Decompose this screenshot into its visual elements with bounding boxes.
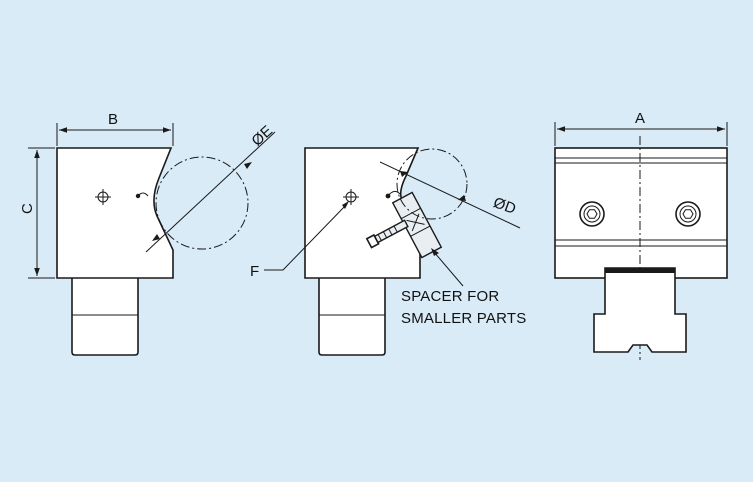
left-workpiece-circle	[155, 156, 249, 250]
left-screw-icon	[579, 201, 605, 227]
middle-hole-icon	[343, 189, 359, 205]
diameter-e-arrow-high	[244, 162, 252, 169]
spacer-leader-line	[433, 251, 464, 287]
left-body	[56, 147, 174, 279]
diameter-d-arrow-low	[400, 171, 408, 177]
right-screw-icon	[675, 201, 701, 227]
spacer-leader-arrow	[431, 248, 439, 256]
spacer-block	[391, 191, 443, 259]
spacer-label-line1: SPACER FOR	[401, 288, 499, 305]
dim-c-label: C	[19, 203, 36, 214]
dim-f-label: F	[250, 263, 259, 280]
diameter-d-arrow-high	[458, 195, 466, 201]
right-tslot-top-band	[605, 268, 675, 273]
dim-a-label: A	[635, 110, 645, 127]
dim-e-label: ØE	[248, 122, 276, 149]
f-leader-arrow	[342, 201, 349, 209]
left-hole-icon	[95, 189, 111, 205]
left-notch-dot	[135, 193, 141, 199]
right-tslot-base	[593, 267, 687, 353]
diameter-e-line	[145, 131, 276, 253]
middle-stem	[318, 278, 386, 356]
f-leader-line	[264, 203, 348, 271]
dim-d-label: ØD	[491, 194, 518, 218]
middle-view: ØD F SPACER FOR SMALLER PARTS	[250, 147, 526, 356]
diameter-e-arrow-low	[152, 234, 160, 241]
dim-b-label: B	[108, 111, 118, 128]
spacer-label-line2: SMALLER PARTS	[401, 310, 526, 327]
middle-notch-relief	[387, 190, 401, 197]
middle-workpiece-circle	[396, 148, 468, 220]
left-view: ØE B C	[19, 111, 276, 356]
spacer-screw-icon	[365, 219, 409, 249]
left-stem	[71, 278, 139, 356]
right-view: A	[554, 110, 728, 360]
